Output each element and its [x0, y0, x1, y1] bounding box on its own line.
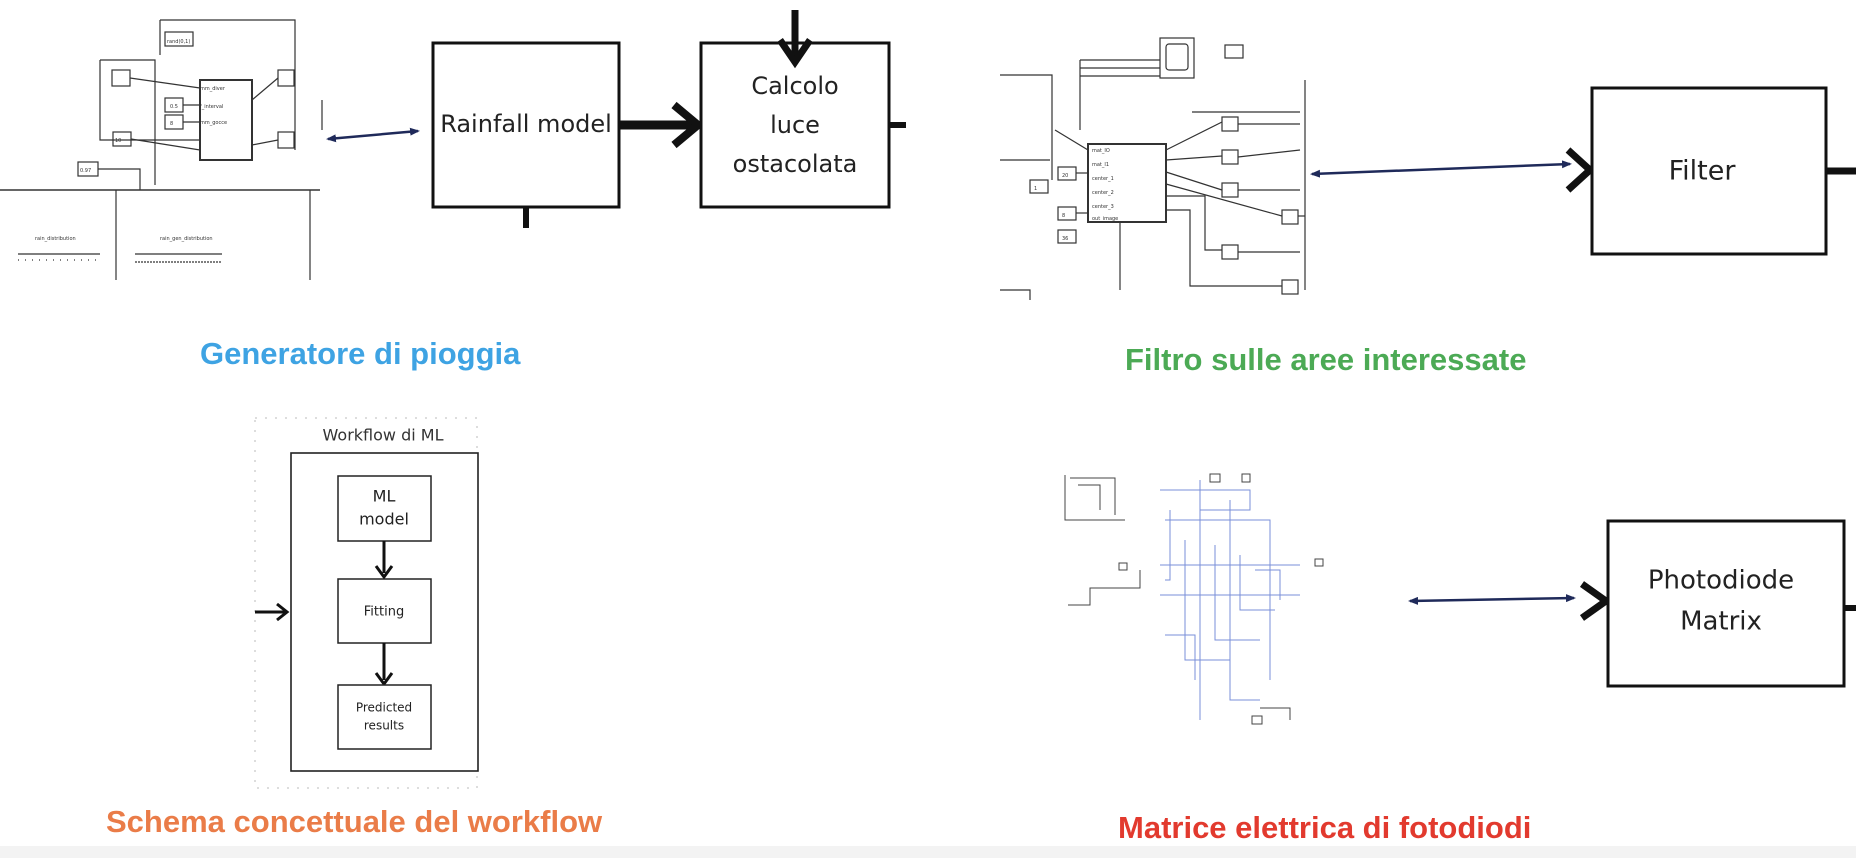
- workflow-step-text: Predicted: [356, 701, 412, 715]
- filter-constant: 8: [1062, 213, 1065, 219]
- rain-port-label: mm_gocce: [200, 120, 227, 126]
- rainfall-to-calc-arrow: [619, 101, 705, 149]
- rain-constant: 10: [115, 138, 121, 144]
- rain-scope-label: rain_gen_distribution: [160, 236, 213, 242]
- rain-block-label: rand(0,1): [167, 39, 190, 45]
- filter-label: Filter: [1669, 156, 1737, 187]
- obstructed-light-line: ostacolata: [733, 150, 858, 178]
- caption-ml-workflow: Schema concettuale del workflow: [106, 804, 603, 839]
- workflow-step-text: ML: [373, 487, 396, 506]
- filter-block: Filter: [1565, 86, 1856, 256]
- filter-constant: 36: [1062, 236, 1068, 242]
- matrix-link-arrow: [1408, 594, 1576, 605]
- workflow-step-fitting: [337, 578, 432, 644]
- filter-port-label: mat_IO: [1092, 148, 1110, 154]
- filter-constant: 20: [1062, 173, 1068, 179]
- filter-link-arrow: [1310, 160, 1572, 178]
- caption-filter-areas: Filtro sulle aree interessate: [1125, 342, 1527, 377]
- obstructed-light-block: Calcolo luce ostacolata: [699, 10, 906, 209]
- bottom-strip: [0, 846, 1856, 858]
- rainfall-model-block: Rainfall model: [431, 41, 621, 228]
- workflow-title: Workflow di ML: [323, 426, 444, 445]
- photodiode-matrix-line: Matrix: [1680, 607, 1762, 637]
- ml-workflow-frame: Workflow di ML ML model Fitting Predicte…: [254, 417, 479, 789]
- rain-constant: 8: [170, 121, 173, 127]
- filter-port-label: center_1: [1092, 176, 1114, 182]
- filter-port-label: mat_I1: [1092, 162, 1109, 168]
- filter-port-label: center_3: [1092, 204, 1114, 210]
- workflow-step-ml-model: [337, 475, 432, 542]
- workflow-step-predicted-results: [337, 684, 432, 750]
- workflow-step-text: Fitting: [364, 605, 404, 620]
- rain-port-label: f_interval: [200, 104, 223, 110]
- filter-port-label: out_image: [1092, 216, 1118, 222]
- filter-port-label: center_2: [1092, 190, 1114, 196]
- workflow-step-text: model: [359, 510, 409, 529]
- obstructed-light-line: luce: [770, 111, 820, 139]
- caption-photodiode-matrix: Matrice elettrica di fotodiodi: [1118, 810, 1532, 845]
- simulink-filter: [1000, 37, 1306, 300]
- rain-constant: 0.97: [80, 168, 91, 174]
- rain-port-label: mm_diver: [200, 86, 226, 92]
- photodiode-circuit-schematic: [1064, 473, 1324, 725]
- photodiode-matrix-line: Photodiode: [1648, 566, 1794, 596]
- caption-rain-generator: Generatore di pioggia: [200, 336, 521, 371]
- rain-constant: 0.5: [170, 104, 178, 110]
- simulink-filter-labels: 20 1 8 36 mat_IO mat_I1 center_1 center_…: [1034, 148, 1118, 242]
- obstructed-light-line: Calcolo: [751, 72, 838, 100]
- photodiode-matrix-block: Photodiode Matrix: [1579, 519, 1856, 688]
- simulink-rain-generator: [0, 19, 323, 280]
- workflow-step-text: results: [364, 719, 404, 733]
- filter-constant: 1: [1034, 186, 1037, 192]
- simulink-rain-labels: mm_diver f_interval mm_gocce rand(0,1) 0…: [35, 39, 227, 242]
- rainfall-model-label: Rainfall model: [440, 110, 612, 138]
- rain-link-arrow: [326, 127, 420, 143]
- rain-scope-label: rain_distribution: [35, 236, 76, 242]
